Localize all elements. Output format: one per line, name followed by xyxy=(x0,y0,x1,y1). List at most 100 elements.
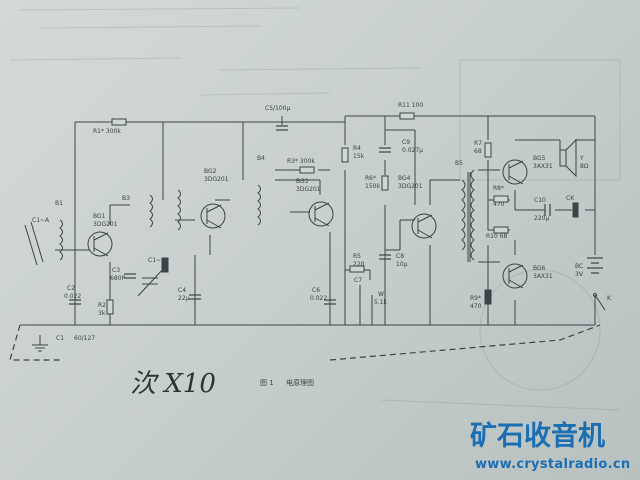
label-c10-value: 220μ xyxy=(534,215,549,222)
label-r6: R6* xyxy=(365,175,376,182)
gang-link xyxy=(9,324,601,361)
label-bg5-type: 3AX31 xyxy=(533,163,553,170)
label-c2: C2 xyxy=(67,285,75,292)
transistor-bg4 xyxy=(411,213,437,239)
resistor-r10 xyxy=(493,226,509,234)
label-r9: R9* xyxy=(470,295,481,302)
label-bg3: BG3 xyxy=(296,178,309,185)
resistors xyxy=(106,112,509,315)
jack-icon xyxy=(572,202,579,218)
coil-antenna xyxy=(24,221,44,266)
label-r8: R8* xyxy=(493,185,504,192)
battery-icon xyxy=(587,257,603,274)
label-k: K xyxy=(607,295,612,302)
capacitor-c3 xyxy=(124,273,136,279)
coil-b1 xyxy=(59,219,63,261)
label-c9: C9 xyxy=(402,139,410,146)
watermark-name: 矿石收音机 xyxy=(470,420,605,452)
label-r7-value: 68 xyxy=(474,148,482,155)
label-r8-value: 470 xyxy=(493,201,505,208)
label-bg2: BG2 xyxy=(204,168,217,175)
label-c8: C8 xyxy=(396,253,404,260)
transistor-bg5 xyxy=(502,159,528,185)
coil-b5-primary xyxy=(461,179,466,251)
label-c5: C5/100μ xyxy=(265,105,290,112)
coil-b5-stage xyxy=(177,189,181,231)
label-ck: CK xyxy=(566,195,575,202)
capacitor-c4 xyxy=(189,294,201,300)
label-c8-value: 10μ xyxy=(396,261,408,268)
label-c7: C7 xyxy=(354,277,362,284)
label-bg3-type: 3DG201 xyxy=(296,186,321,193)
label-b5: B5 xyxy=(455,160,463,167)
speaker-icon xyxy=(559,138,577,178)
label-r7: R7 xyxy=(474,140,482,147)
label-r4: R4 xyxy=(353,145,361,152)
label-r11: R11 100 xyxy=(398,102,423,109)
label-c4-value: 22μ xyxy=(178,295,190,302)
label-c1b: C1~B xyxy=(148,257,165,264)
label-bg6-type: 3AX31 xyxy=(533,273,553,280)
resistor-r8 xyxy=(493,195,509,203)
label-w: W xyxy=(378,291,384,298)
label-r3: R3* 300k xyxy=(287,158,315,165)
label-bg4: BG4 xyxy=(398,175,411,182)
resistor-r5 xyxy=(349,265,365,273)
resistor-r7 xyxy=(484,142,492,158)
label-c3-value: 680P xyxy=(110,275,125,282)
label-r10: R10 68 xyxy=(486,233,508,240)
variable-capacitor xyxy=(137,267,165,297)
component-labels: R11 100 C5/100μ R1* 300k R3* 300k R4 15k… xyxy=(32,102,612,342)
capacitor-c9 xyxy=(379,147,391,153)
watermark-url: www.crystalradio.cn xyxy=(475,457,630,472)
label-bc-value: 3V xyxy=(575,271,584,278)
coil-b3 xyxy=(149,194,153,228)
label-bc: BC xyxy=(575,263,583,270)
coils xyxy=(24,169,475,266)
label-bg5: BG5 xyxy=(533,155,546,162)
label-speaker-value: 8Ω xyxy=(580,163,589,170)
label-c9-value: 0.027μ xyxy=(402,147,423,154)
capacitor-c5 xyxy=(276,125,288,131)
label-r5-value: 220 xyxy=(353,261,365,268)
resistor-r3 xyxy=(299,166,315,174)
label-c6-value: 0.022 xyxy=(310,295,327,302)
capacitor-c8 xyxy=(379,254,391,260)
label-r2-value: 3k xyxy=(98,310,106,317)
transistors xyxy=(87,159,528,289)
label-bg1: BG1 xyxy=(93,213,106,220)
label-c2-value: 0.022 xyxy=(64,293,81,300)
label-c1a: C1~A xyxy=(32,217,50,224)
label-c4: C4 xyxy=(178,287,186,294)
label-c3: C3 xyxy=(112,267,120,274)
capacitor-c6 xyxy=(324,299,336,305)
label-bg1-type: 3DG201 xyxy=(93,221,118,228)
transistor-bg2 xyxy=(200,203,226,229)
resistor-r3b xyxy=(161,257,169,273)
ground-icon xyxy=(32,335,48,352)
figure-number: 图 1 xyxy=(260,379,274,387)
label-speaker: Y xyxy=(579,155,584,162)
label-r1: R1* 300k xyxy=(93,128,121,135)
label-c10: C10 xyxy=(534,197,546,204)
coil-b4 xyxy=(257,184,261,226)
label-r2: R2 xyxy=(98,302,106,309)
label-c1-value: 60/127 xyxy=(74,335,95,342)
label-r9-value: 470 xyxy=(470,303,482,310)
transistor-bg6 xyxy=(502,263,528,289)
transistor-bg3 xyxy=(308,201,334,227)
label-r4-value: 15k xyxy=(353,153,365,160)
capacitor-c2 xyxy=(69,299,81,305)
resistor-r4 xyxy=(341,147,349,163)
resistor-r1 xyxy=(111,118,127,126)
label-r6-value: 150k xyxy=(365,183,380,190)
switch-icon xyxy=(593,293,606,311)
figure-title: 电原理图 xyxy=(286,378,314,387)
transistor-bg1 xyxy=(87,231,113,257)
capacitors xyxy=(69,125,551,305)
label-r5: R5 xyxy=(353,253,361,260)
resistor-r6 xyxy=(381,175,389,191)
